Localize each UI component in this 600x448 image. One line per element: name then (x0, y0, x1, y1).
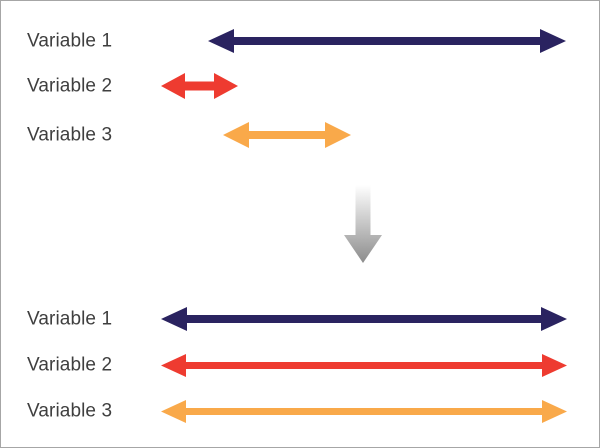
double-arrow-bottom-2 (161, 353, 567, 377)
row-label-bottom-3: Variable 3 (27, 400, 113, 422)
double-arrow-top-3 (223, 122, 351, 148)
double-arrow-top-1 (208, 29, 566, 53)
double-arrow-bottom-3 (161, 399, 567, 423)
row-label-top-3: Variable 3 (27, 124, 113, 146)
down-arrow-icon (344, 185, 382, 263)
row-label-top-1: Variable 1 (27, 30, 113, 52)
row-label-top-2: Variable 2 (27, 75, 113, 97)
row-label-bottom-2: Variable 2 (27, 354, 113, 376)
row-label-bottom-1: Variable 1 (27, 308, 113, 330)
double-arrow-top-2 (161, 73, 238, 99)
double-arrow-bottom-1 (161, 307, 567, 331)
